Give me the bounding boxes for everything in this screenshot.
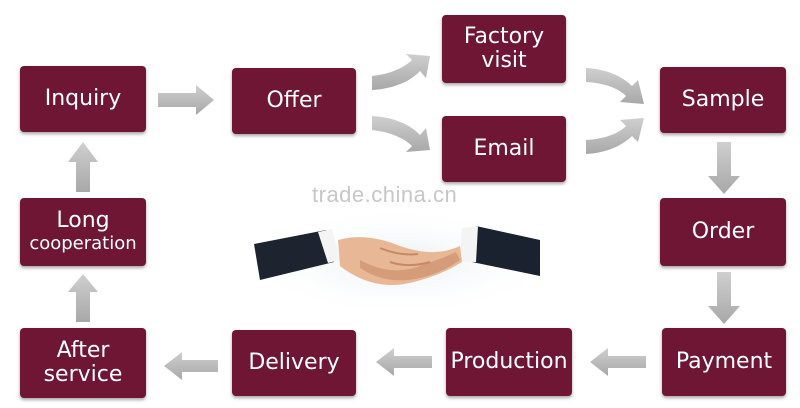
step-inquiry-label: Inquiry — [44, 86, 122, 111]
step-offer: Offer — [232, 68, 356, 134]
handshake-icon — [240, 206, 560, 318]
arrow-up-icon — [68, 142, 98, 192]
arrow-up-icon — [68, 274, 98, 322]
step-email: Email — [442, 116, 566, 182]
step-long-cooperation: Long cooperation — [20, 198, 146, 266]
step-offer-label: Offer — [266, 88, 322, 113]
step-email-label: Email — [473, 136, 535, 161]
arrow-left-icon — [164, 352, 218, 380]
step-production: Production — [446, 328, 572, 396]
step-delivery-label: Delivery — [248, 350, 340, 375]
step-delivery: Delivery — [232, 330, 356, 396]
step-sample-label: Sample — [681, 87, 765, 112]
step-order: Order — [660, 198, 786, 266]
step-long-cooperation-label-2: cooperation — [29, 233, 137, 254]
arrow-left-icon — [376, 348, 432, 376]
step-after-service-label-1: After — [56, 338, 110, 363]
step-inquiry: Inquiry — [20, 66, 146, 132]
step-factory-visit-label-1: Factory — [463, 24, 545, 49]
curved-arrow-icon — [372, 116, 430, 152]
arrow-down-icon — [708, 142, 740, 194]
step-after-service: After service — [20, 328, 146, 398]
step-factory-visit: Factory visit — [442, 15, 566, 83]
step-sample: Sample — [660, 67, 786, 133]
curved-arrow-icon — [586, 68, 644, 104]
step-after-service-label-2: service — [43, 362, 123, 387]
arrow-right-icon — [158, 85, 214, 115]
step-long-cooperation-label-1: Long — [56, 208, 110, 233]
step-factory-visit-label-2: visit — [481, 48, 527, 73]
arrow-left-icon — [590, 348, 646, 376]
arrow-down-icon — [708, 272, 740, 324]
step-payment: Payment — [662, 328, 786, 396]
curved-arrow-icon — [586, 118, 644, 154]
curved-arrow-icon — [372, 54, 430, 90]
step-payment-label: Payment — [675, 349, 773, 374]
step-order-label: Order — [691, 219, 755, 244]
step-production-label: Production — [450, 349, 568, 374]
watermark: trade.china.cn — [312, 182, 458, 207]
